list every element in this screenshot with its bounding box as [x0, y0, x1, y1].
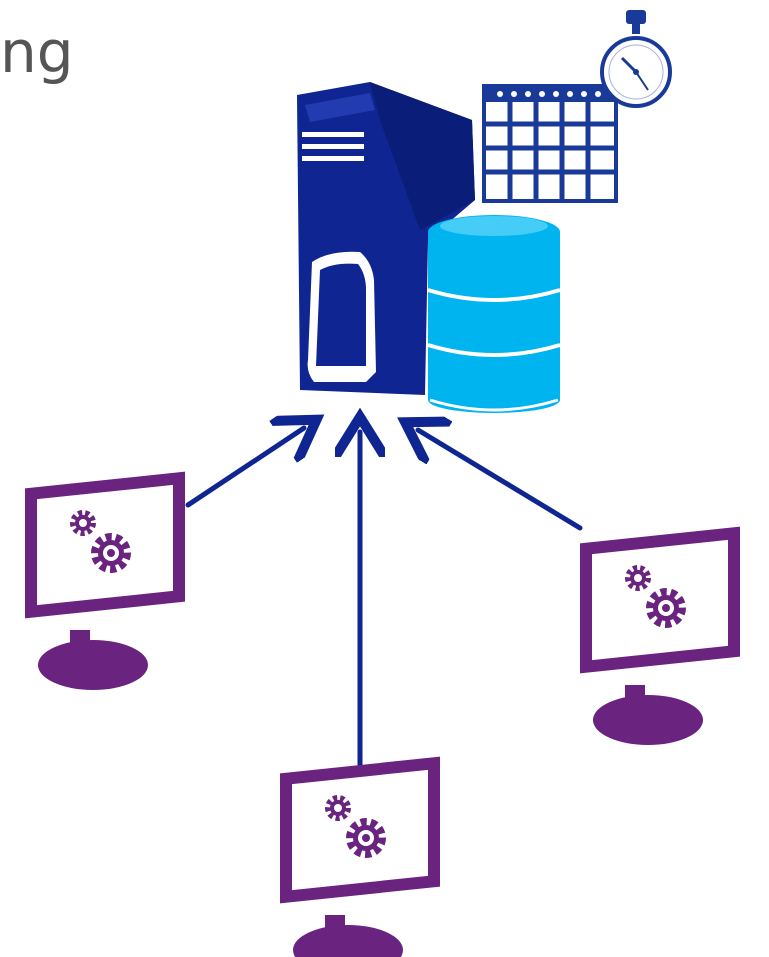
- calendar-icon: [482, 84, 618, 203]
- stopwatch-icon: [600, 10, 672, 108]
- bottom-client: [280, 757, 440, 957]
- left-client: [25, 472, 185, 690]
- monitor-gears-icon: [280, 757, 440, 957]
- monitor-gears-icon: [25, 472, 185, 690]
- connection-arrows: [185, 428, 583, 773]
- right-client: [580, 527, 740, 745]
- monitor-gears-icon: [580, 527, 740, 745]
- arrow-left: [185, 428, 304, 508]
- database-icon: [427, 215, 561, 413]
- title-fragment: ng: [0, 18, 74, 86]
- arrow-right: [418, 430, 583, 531]
- server-tower-icon: [297, 82, 475, 395]
